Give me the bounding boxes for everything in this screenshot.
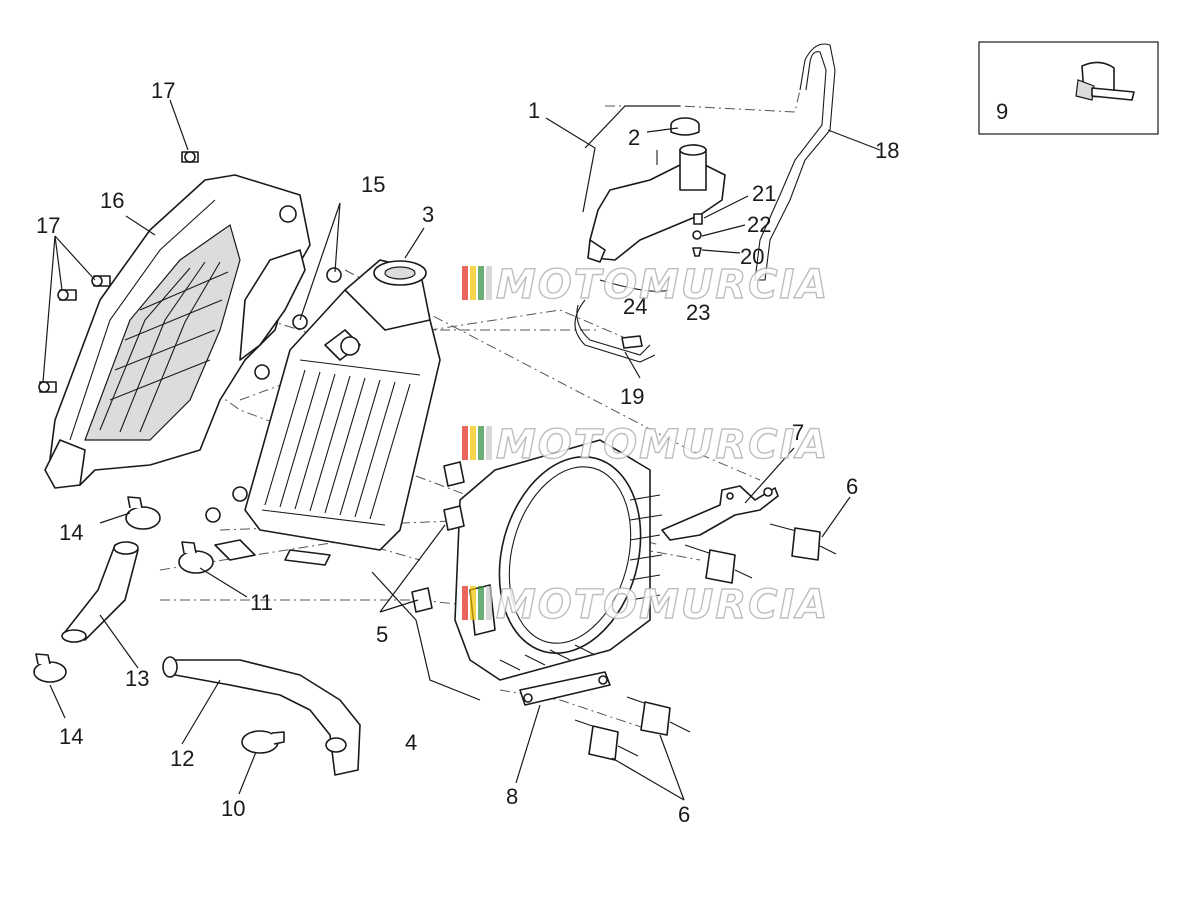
callout-16: 16 — [100, 188, 124, 213]
watermark-text: MOTOMURCIA — [496, 262, 829, 308]
watermark-flag-icon — [462, 586, 492, 620]
callout-13: 13 — [125, 666, 149, 691]
fasteners-parts-20-22 — [692, 213, 703, 257]
callout-8: 8 — [506, 784, 518, 809]
clamp-part-10 — [241, 730, 285, 754]
clips-part-5 — [411, 461, 465, 613]
bracket-part-7 — [661, 485, 779, 541]
callout-14-lower: 14 — [59, 724, 83, 749]
clamp-part-11 — [178, 541, 214, 574]
callout-2: 2 — [628, 125, 640, 150]
watermark-upper: MOTOMURCIA — [462, 261, 829, 309]
watermark-text: MOTOMURCIA — [496, 422, 829, 468]
callout-18: 18 — [875, 138, 899, 163]
silent-block-lower-b — [574, 719, 639, 761]
watermark-flag-icon — [462, 426, 492, 460]
clamp-lower — [33, 653, 67, 683]
callout-11: 11 — [250, 590, 273, 615]
screws-part-17 — [38, 151, 199, 393]
inset-box-part-9 — [978, 41, 1159, 135]
callout-10: 10 — [221, 796, 245, 821]
callout-9: 9 — [996, 99, 1008, 124]
fan-shroud-part-4 — [454, 439, 663, 681]
callout-7: 7 — [792, 420, 804, 445]
expansion-tank-part-1 — [587, 144, 726, 263]
clamp-upper — [125, 496, 161, 530]
clamps-part-14 — [33, 496, 161, 683]
callout-4: 4 — [405, 730, 417, 755]
callout-23: 23 — [686, 300, 710, 325]
grommets-part-15 — [205, 267, 342, 523]
hose-part-19 — [574, 279, 671, 363]
callout-15: 15 — [361, 172, 385, 197]
callout-12: 12 — [170, 746, 194, 771]
hose-part-13 — [61, 541, 139, 643]
overflow-hose-part-18 — [754, 43, 836, 281]
callout-6-upper: 6 — [846, 474, 858, 499]
callout-6-lower: 6 — [678, 802, 690, 827]
callout-labels: 1 2 3 4 5 6 6 7 8 9 10 11 12 13 14 14 15… — [36, 78, 1008, 827]
bracket-part-8 — [519, 671, 611, 706]
callout-19: 19 — [620, 384, 644, 409]
callout-3: 3 — [422, 202, 434, 227]
callout-22: 22 — [747, 212, 771, 237]
callout-5: 5 — [376, 622, 388, 647]
watermark-flag-icon — [462, 266, 492, 300]
watermark-middle: MOTOMURCIA — [462, 421, 829, 469]
leader-lines — [42, 99, 881, 801]
tank-cap-part-2 — [670, 117, 700, 136]
radiator-cover-part-16 — [44, 174, 311, 489]
callout-14-upper: 14 — [59, 520, 83, 545]
hose-part-12 — [162, 656, 361, 776]
callout-20: 20 — [740, 244, 764, 269]
clip-part-9 — [1075, 61, 1135, 101]
callout-21: 21 — [752, 181, 776, 206]
radiator-part-3 — [214, 259, 441, 566]
callout-1: 1 — [528, 98, 540, 123]
silent-block-middle — [684, 544, 753, 584]
callout-24: 24 — [623, 294, 647, 319]
silent-block-upper — [769, 523, 837, 561]
callout-17-upper: 17 — [151, 78, 175, 103]
watermark-lower: MOTOMURCIA — [462, 581, 829, 629]
callout-17-left: 17 — [36, 213, 60, 238]
watermark-text: MOTOMURCIA — [496, 582, 829, 628]
silent-block-lower-a — [626, 696, 691, 736]
